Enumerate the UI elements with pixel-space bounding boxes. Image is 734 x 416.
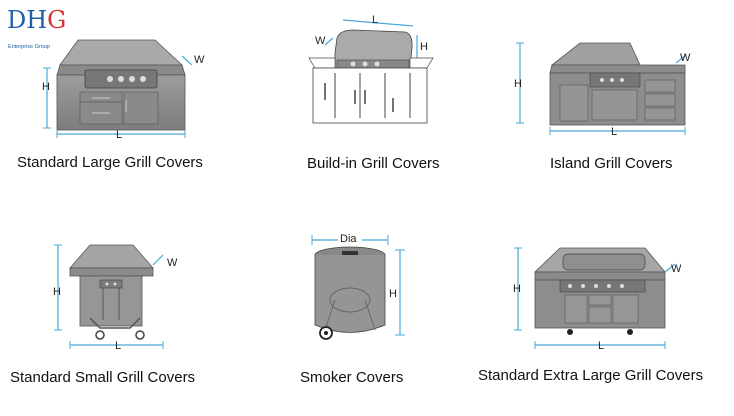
smoker-illustration: Dia H [311, 232, 405, 340]
dim-label: W [671, 263, 682, 275]
dim-label: H [513, 283, 521, 295]
dim-label: L [115, 340, 121, 352]
product-standard-small[interactable]: H W L [45, 240, 195, 355]
standard-extra-large-grill-illustration: H W L [513, 247, 682, 352]
dim-label: L [598, 340, 604, 352]
product-island[interactable]: H W L [510, 35, 700, 145]
caption-island: Island Grill Covers [550, 155, 673, 172]
dim-label: L [372, 14, 378, 26]
product-build-in[interactable]: L W H [305, 8, 445, 138]
logo-wordmark: DHG [7, 6, 67, 34]
standard-large-grill-illustration: H W L [42, 39, 205, 141]
logo-subtitle: Enterprise Group [8, 44, 50, 50]
standard-small-grill-illustration: H W L [53, 244, 178, 352]
dim-label: H [42, 81, 50, 93]
dim-label: W [680, 52, 691, 64]
dim-label: H [53, 286, 61, 298]
dim-label: W [194, 54, 205, 66]
dim-label: L [611, 126, 617, 138]
dim-label: W [315, 35, 326, 47]
dim-label: H [420, 41, 428, 53]
dim-label: Dia [340, 233, 357, 245]
product-smoker[interactable]: Dia H [300, 225, 420, 350]
brand-logo: DHG Enterprise Group [5, 2, 85, 52]
dim-label: W [167, 257, 178, 269]
product-standard-large[interactable]: H W L [30, 30, 210, 150]
dim-label: H [389, 288, 397, 300]
dim-label: L [116, 129, 122, 141]
product-standard-extra-large[interactable]: H W L [505, 240, 695, 355]
caption-standard-large: Standard Large Grill Covers [17, 154, 203, 171]
island-grill-illustration: H W L [514, 42, 691, 138]
caption-smoker: Smoker Covers [300, 369, 404, 386]
caption-standard-extra-large: Standard Extra Large Grill Covers [478, 367, 704, 384]
caption-build-in: Build-in Grill Covers [307, 155, 440, 172]
dim-label: H [514, 78, 522, 90]
caption-standard-small: Standard Small Grill Covers [10, 369, 196, 386]
build-in-grill-illustration: L W H [308, 14, 434, 124]
